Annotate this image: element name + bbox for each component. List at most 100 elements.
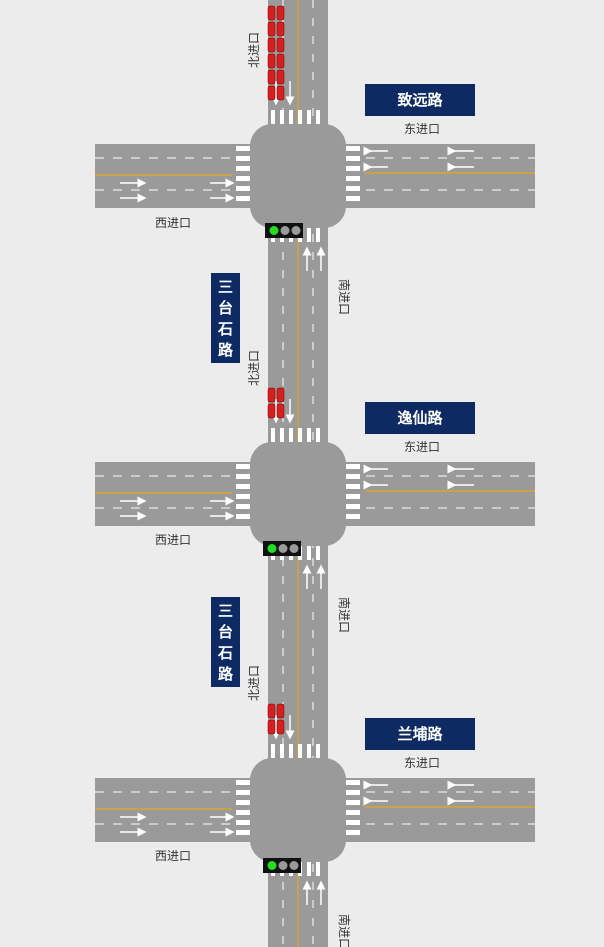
intersection-lanpu: 兰埔路 东进口 西进口 北进口 南进口 [155, 665, 475, 947]
queued-car [276, 37, 285, 53]
north-approach-label: 北进口 [247, 350, 261, 386]
crosswalk-stripe [236, 166, 250, 171]
intersection-geometry [95, 399, 535, 589]
crosswalk-stripe [346, 166, 360, 171]
intersection-box [250, 442, 346, 546]
queued-car [276, 5, 285, 21]
crosswalk-stripe [289, 744, 293, 758]
crosswalk-stripe [236, 514, 250, 519]
main-road-sign-char: 台 [218, 299, 233, 317]
east-approach-label: 东进口 [404, 756, 440, 770]
queued-car [276, 403, 285, 419]
crosswalk-stripe [271, 744, 275, 758]
crosswalk-stripe [236, 156, 250, 161]
east-approach-label: 东进口 [404, 122, 440, 136]
crosswalk-stripe [307, 228, 311, 242]
crosswalk-stripe [236, 830, 250, 835]
crosswalk-stripe [236, 474, 250, 479]
crosswalk-stripe [316, 546, 320, 560]
main-road-sign-char: 石 [217, 644, 233, 662]
intersection-box [250, 758, 346, 862]
crosswalk-stripe [346, 504, 360, 509]
crosswalk-stripe [298, 428, 302, 442]
queued-car [267, 5, 276, 21]
queued-car [267, 37, 276, 53]
street-sign-zhiyuan-text: 致远路 [397, 91, 443, 109]
crosswalk-stripe [346, 196, 360, 201]
queued-car [267, 719, 276, 735]
queued-car [267, 703, 276, 719]
queued-car [267, 53, 276, 69]
queued-car [267, 387, 276, 403]
crosswalk-stripe [289, 110, 293, 124]
queued-car [276, 719, 285, 735]
crosswalk-stripe [289, 428, 293, 442]
crosswalk-stripe [236, 790, 250, 795]
crosswalk-stripe [346, 146, 360, 151]
intersection-box [250, 124, 346, 228]
west-approach-label: 西进口 [155, 533, 191, 547]
signal-off-light [289, 544, 299, 553]
crosswalk-stripe [346, 186, 360, 191]
vehicle-queues [267, 5, 285, 735]
signal-green-light [267, 861, 277, 870]
crosswalk-stripe [280, 110, 284, 124]
crosswalk-stripe [271, 110, 275, 124]
intersection-yixian: 逸仙路 东进口 西进口 北进口 南进口 [155, 350, 475, 633]
main-road-sign-char: 路 [218, 341, 234, 359]
street-sign-lanpu-text: 兰埔路 [397, 725, 443, 743]
signal-off-light [280, 226, 290, 235]
street-sign-zhiyuan [365, 84, 475, 116]
crosswalk-stripe [307, 862, 311, 876]
queued-car [267, 85, 276, 101]
west-approach-label: 西进口 [155, 216, 191, 230]
signal-off-light [291, 226, 301, 235]
west-approach-label: 西进口 [155, 849, 191, 863]
street-sign-yixian [365, 402, 475, 434]
crosswalk-stripe [316, 744, 320, 758]
intersections-layer [95, 81, 535, 905]
south-approach-label: 南进口 [337, 597, 352, 633]
crosswalk-stripe [280, 428, 284, 442]
main-road-sign-char: 三 [218, 278, 233, 296]
traffic-signal [263, 541, 301, 556]
south-approach-label: 南进口 [337, 914, 352, 947]
crosswalk-stripe [236, 146, 250, 151]
queued-car [276, 69, 285, 85]
crosswalk-stripe [236, 504, 250, 509]
intersection-geometry [95, 81, 535, 271]
street-sign-yixian-text: 逸仙路 [397, 409, 443, 427]
crosswalk-stripe [346, 514, 360, 519]
main-road-sign-char: 石 [217, 320, 233, 338]
crosswalk-stripe [316, 428, 320, 442]
crosswalk-stripe [271, 428, 275, 442]
queued-car [267, 69, 276, 85]
main-road-sign-2: 三 台 石 路 [211, 597, 240, 687]
traffic-signal [265, 223, 303, 238]
crosswalk-stripe [236, 186, 250, 191]
crosswalk-stripe [346, 790, 360, 795]
crosswalk-stripe [236, 176, 250, 181]
east-approach-label: 东进口 [404, 440, 440, 454]
main-road-sign-char: 三 [218, 602, 233, 620]
street-sign-lanpu [365, 718, 475, 750]
crosswalk-stripe [236, 494, 250, 499]
signal-off-light [278, 861, 288, 870]
crosswalk-stripe [346, 820, 360, 825]
crosswalk-stripe [346, 830, 360, 835]
crosswalk-stripe [298, 110, 302, 124]
queued-car [267, 403, 276, 419]
signal-off-light [278, 544, 288, 553]
intersection-zhiyuan: 致远路 东进口 西进口 北进口 南进口 [155, 32, 475, 315]
signal-green-light [269, 226, 279, 235]
queued-car [276, 703, 285, 719]
crosswalk-stripe [346, 156, 360, 161]
crosswalk-stripe [346, 810, 360, 815]
queued-car [276, 53, 285, 69]
crosswalk-stripe [236, 810, 250, 815]
crosswalk-stripe [307, 546, 311, 560]
main-road-sign-1: 三 台 石 路 [211, 273, 240, 363]
queued-car [276, 21, 285, 37]
crosswalk-stripe [236, 820, 250, 825]
